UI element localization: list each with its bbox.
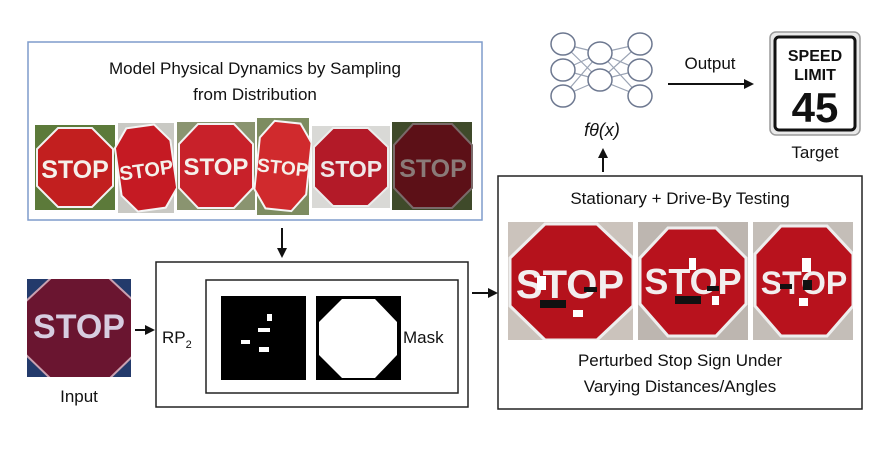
rp-box: RP2 Mask: [155, 261, 469, 408]
test-image-2: STOP: [638, 222, 748, 340]
testing-caption-line2: Varying Distances/Angles: [584, 377, 776, 396]
sample-sign-6: STOP: [392, 122, 473, 210]
speed-limit-line1: SPEED: [788, 48, 842, 65]
sample-sign-3-text: STOP: [184, 154, 249, 181]
network-nodes: [550, 32, 653, 108]
sample-sign-5: STOP: [312, 126, 390, 208]
input-image: STOP: [27, 279, 131, 377]
speed-limit-sign: SPEED LIMIT 45: [769, 31, 861, 136]
neural-network-icon: [550, 32, 653, 108]
testing-caption-line1: Perturbed Stop Sign Under: [578, 351, 782, 370]
test-image-1: STOP: [508, 222, 633, 340]
sample-sign-1-text: STOP: [41, 156, 109, 184]
speed-limit-line2: LIMIT: [794, 67, 836, 84]
mask-image: [316, 296, 401, 380]
function-label: fθ(x): [584, 120, 620, 140]
target-label: Target: [791, 143, 839, 162]
testing-title: Stationary + Drive-By Testing: [570, 189, 789, 208]
rp-label: RP2: [162, 328, 192, 351]
sampling-title-line1: Model Physical Dynamics by Sampling: [109, 59, 401, 78]
sample-sign-5-text: STOP: [320, 156, 382, 182]
output-label: Output: [684, 54, 735, 73]
sampling-title-line2: from Distribution: [193, 85, 317, 104]
sample-sign-3: STOP: [177, 122, 255, 210]
mask-label: Mask: [403, 328, 444, 347]
test-image-3: STOP: [753, 222, 853, 340]
sample-sign-2: STOP: [113, 123, 179, 213]
perturbation-image: [221, 296, 306, 380]
sample-sign-6-text: STOP: [399, 155, 467, 183]
speed-limit-value: 45: [792, 84, 839, 131]
testing-box: Stationary + Drive-By Testing STOP STOP: [497, 175, 863, 410]
sample-sign-1: STOP: [35, 125, 115, 210]
input-sign-text: STOP: [33, 308, 125, 346]
input-label: Input: [60, 387, 98, 406]
sample-sign-4: STOP: [253, 118, 313, 215]
test-image-1-text: STOP: [516, 263, 624, 307]
sampling-box: Model Physical Dynamics by Sampling from…: [27, 41, 483, 221]
